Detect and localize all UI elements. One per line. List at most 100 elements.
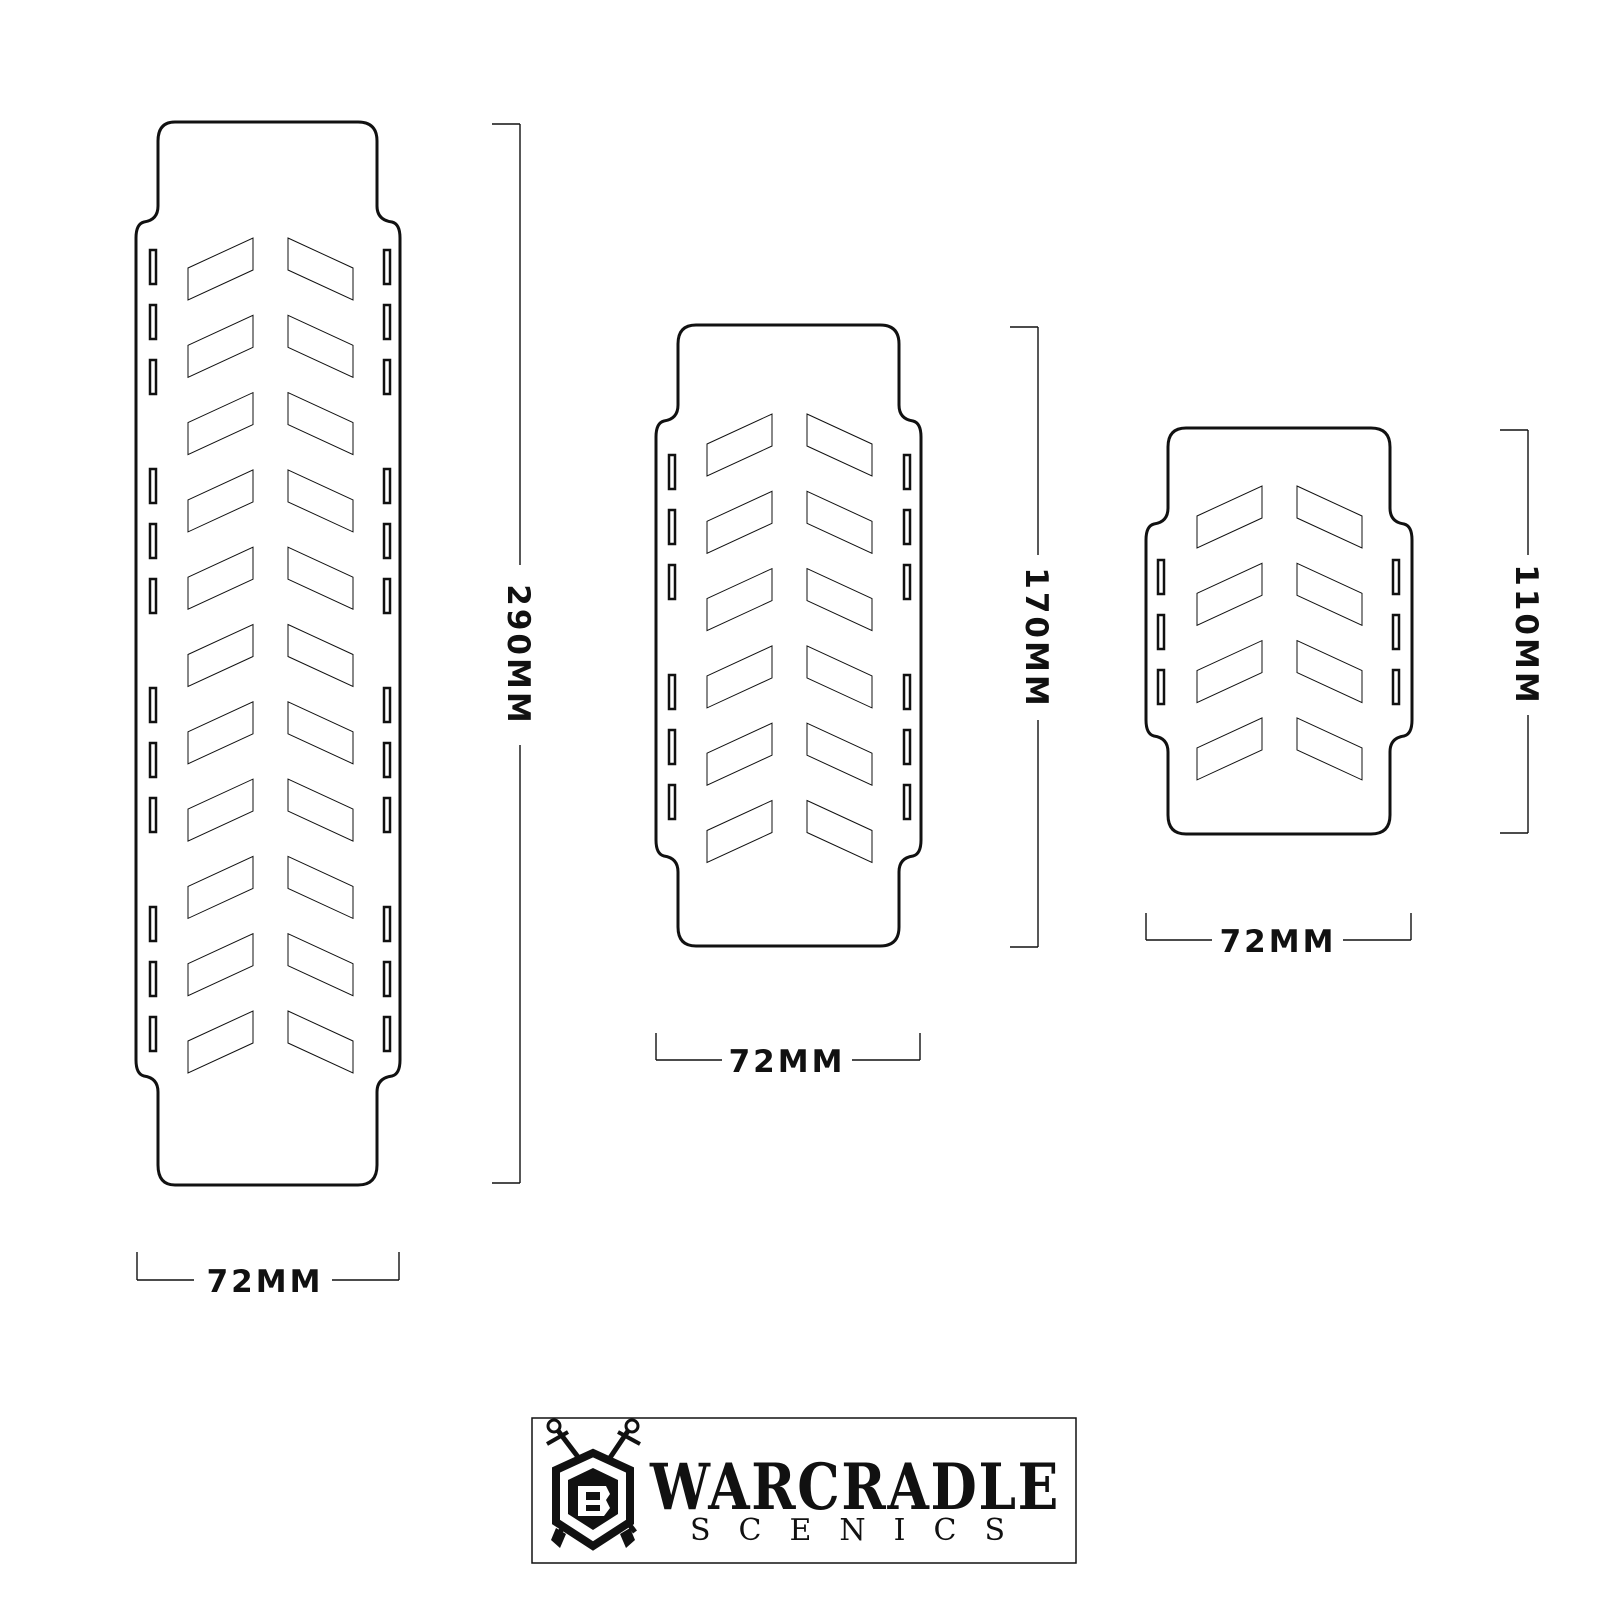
dimension-small-length: 110MM xyxy=(1500,429,1544,834)
chevron-slot-right xyxy=(1296,639,1363,704)
chevron-slot-right xyxy=(287,623,354,688)
chevron-slot-left xyxy=(706,645,773,709)
dimension-large-length: 290MM xyxy=(492,123,536,1184)
piece-small-chevrons xyxy=(1196,485,1363,781)
chevron-slot-left xyxy=(1196,639,1263,704)
chevron-slot-right xyxy=(287,701,354,765)
logo-name: WARCRADLE xyxy=(649,1450,1060,1525)
chevron-slot-left xyxy=(187,932,254,997)
chevron-slot-right xyxy=(1296,485,1363,549)
chevron-slot-left xyxy=(187,469,254,533)
chevron-slot-left xyxy=(187,314,254,379)
tab-slot xyxy=(382,577,392,615)
tab-slot xyxy=(382,358,392,396)
tab-slot xyxy=(148,522,158,560)
tab-slot xyxy=(382,796,392,834)
length-label-small: 110MM xyxy=(1508,564,1544,705)
width-label-small: 72MM xyxy=(1220,924,1337,960)
dimension-medium-width: 72MM xyxy=(655,1033,921,1080)
chevron-slot-left xyxy=(187,701,254,765)
logo-subtitle: SCENICS xyxy=(690,1513,1033,1548)
chevron-slot-right xyxy=(806,567,873,632)
tab-slot xyxy=(148,467,158,505)
tab-slot xyxy=(667,508,677,546)
chevron-slot-left xyxy=(1196,485,1263,549)
piece-large xyxy=(134,120,402,1187)
tab-slot xyxy=(1391,668,1401,706)
piece-large-chevrons xyxy=(187,237,354,1074)
piece-medium-chevrons xyxy=(706,413,873,864)
chevron-slot-right xyxy=(806,645,873,709)
brand-logo: WARCRADLE SCENICS xyxy=(531,1417,1077,1564)
chevron-slot-right xyxy=(1296,562,1363,627)
chevron-slot-left xyxy=(187,778,254,842)
chevron-slot-left xyxy=(706,799,773,864)
chevron-slot-right xyxy=(287,932,354,997)
chevron-slot-right xyxy=(806,413,873,477)
tab-slot xyxy=(1391,613,1401,651)
tab-slot xyxy=(382,248,392,286)
tab-slot xyxy=(148,1015,158,1053)
tab-slot xyxy=(382,467,392,505)
length-label-large: 290MM xyxy=(500,584,536,725)
chevron-slot-right xyxy=(287,778,354,842)
tab-slot xyxy=(902,728,912,766)
piece-small xyxy=(1144,426,1414,836)
chevron-slot-left xyxy=(706,413,773,477)
piece-small-slots xyxy=(1156,558,1401,706)
chevron-slot-right xyxy=(806,722,873,786)
tab-slot xyxy=(1391,558,1401,596)
chevron-slot-right xyxy=(287,237,354,301)
tab-slot xyxy=(382,741,392,779)
piece-medium-outline xyxy=(654,323,923,948)
chevron-slot-right xyxy=(287,1010,354,1074)
tab-slot xyxy=(902,453,912,491)
chevron-slot-left xyxy=(187,1010,254,1074)
tab-slot xyxy=(148,960,158,998)
tab-slot xyxy=(902,673,912,711)
tab-slot xyxy=(148,358,158,396)
width-label-medium: 72MM xyxy=(729,1044,846,1080)
piece-small-outline xyxy=(1144,426,1414,836)
chevron-slot-left xyxy=(706,567,773,632)
chevron-slot-right xyxy=(1296,717,1363,781)
length-label-medium: 170MM xyxy=(1018,567,1054,708)
tab-slot xyxy=(667,783,677,821)
chevron-slot-left xyxy=(187,237,254,301)
chevron-slot-right xyxy=(806,799,873,864)
chevron-slot-right xyxy=(287,546,354,610)
piece-medium-slots xyxy=(667,453,912,821)
tab-slot xyxy=(148,686,158,724)
dimension-medium-length: 170MM xyxy=(1010,326,1054,948)
tab-slot xyxy=(902,563,912,601)
dimension-small-width: 72MM xyxy=(1145,913,1412,960)
tab-slot xyxy=(382,960,392,998)
tab-slot xyxy=(667,728,677,766)
chevron-slot-left xyxy=(187,391,254,456)
tab-slot xyxy=(667,453,677,491)
chevron-slot-left xyxy=(187,546,254,610)
width-label-large: 72MM xyxy=(207,1264,324,1300)
tab-slot xyxy=(902,783,912,821)
crossed-swords-shield-icon xyxy=(546,1418,641,1551)
tab-slot xyxy=(148,905,158,943)
chevron-slot-left xyxy=(706,722,773,786)
tab-slot xyxy=(902,508,912,546)
chevron-slot-right xyxy=(287,314,354,379)
chevron-slot-right xyxy=(287,855,354,920)
tab-slot xyxy=(667,673,677,711)
dimension-large-width: 72MM xyxy=(136,1252,400,1300)
piece-large-slots xyxy=(148,248,392,1053)
tab-slot xyxy=(148,741,158,779)
tab-slot xyxy=(148,248,158,286)
chevron-slot-right xyxy=(287,469,354,533)
chevron-slot-right xyxy=(287,391,354,456)
chevron-slot-left xyxy=(1196,562,1263,627)
chevron-slot-left xyxy=(187,855,254,920)
tab-slot xyxy=(1156,558,1166,596)
chevron-slot-right xyxy=(806,490,873,555)
chevron-slot-left xyxy=(187,623,254,688)
tab-slot xyxy=(382,686,392,724)
